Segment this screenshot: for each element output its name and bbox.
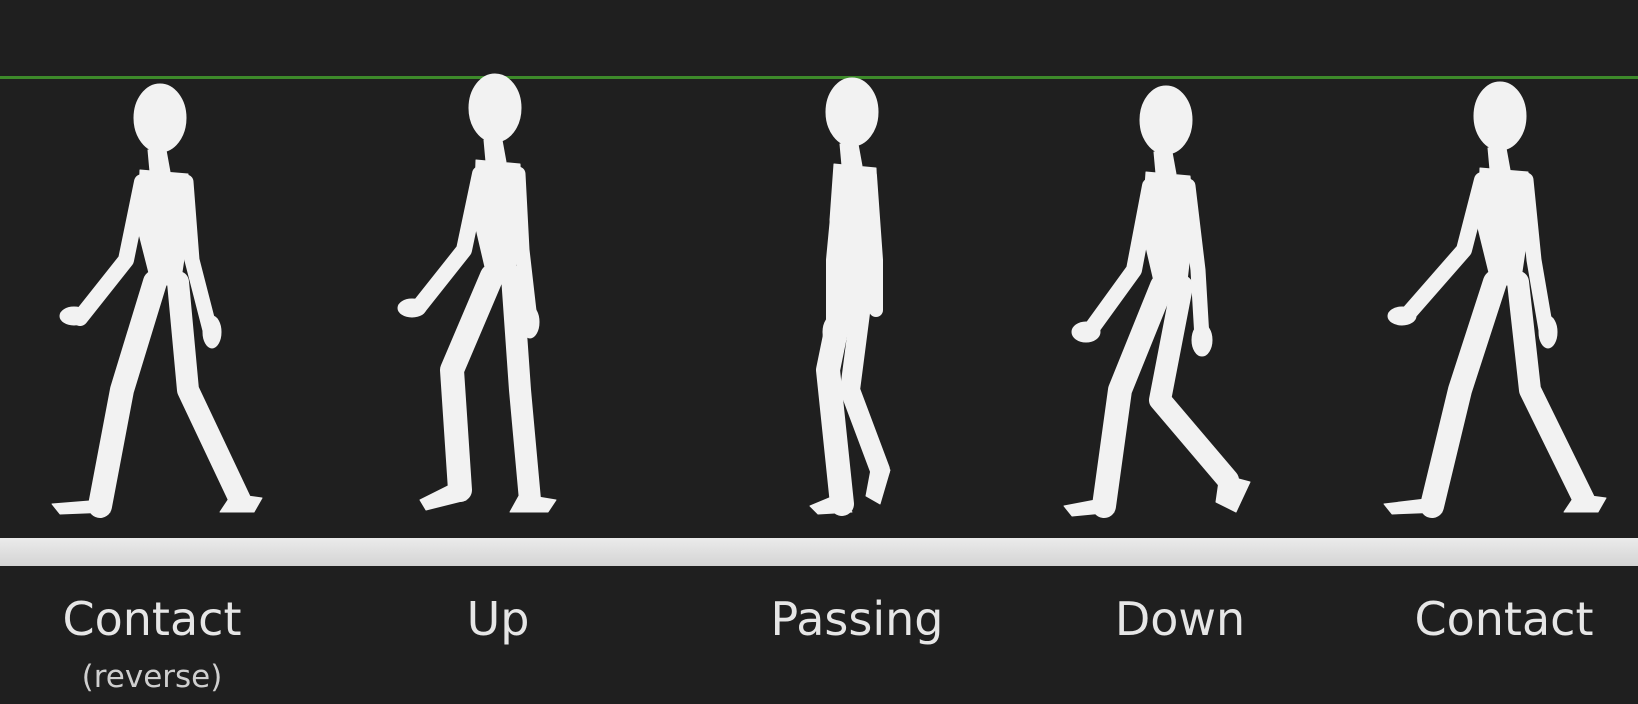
mannequin-figure-icon xyxy=(809,77,891,516)
mannequin-figure-icon xyxy=(51,83,263,518)
mannequin-figure-icon xyxy=(1063,85,1251,518)
walk-figure-up xyxy=(380,70,620,542)
pose-label-down: Down xyxy=(1114,592,1246,646)
walk-figure-passing xyxy=(730,70,970,542)
pose-sublabel-reverse: (reverse) xyxy=(81,659,223,695)
pose-label-contact: Contact xyxy=(1414,592,1594,646)
mannequin-figure-icon xyxy=(397,73,557,513)
pose-label-contact-reverse: Contact xyxy=(62,592,242,646)
walk-figure-down xyxy=(1050,70,1290,542)
mannequin-figure-icon xyxy=(1383,81,1607,518)
pose-label-passing: Passing xyxy=(770,592,944,646)
walk-figure-contact-reverse xyxy=(40,70,280,542)
pose-label-up: Up xyxy=(466,592,530,646)
walk-figure-contact xyxy=(1380,70,1620,542)
head-height-reference-line xyxy=(0,76,1638,79)
ground-plane xyxy=(0,538,1638,566)
